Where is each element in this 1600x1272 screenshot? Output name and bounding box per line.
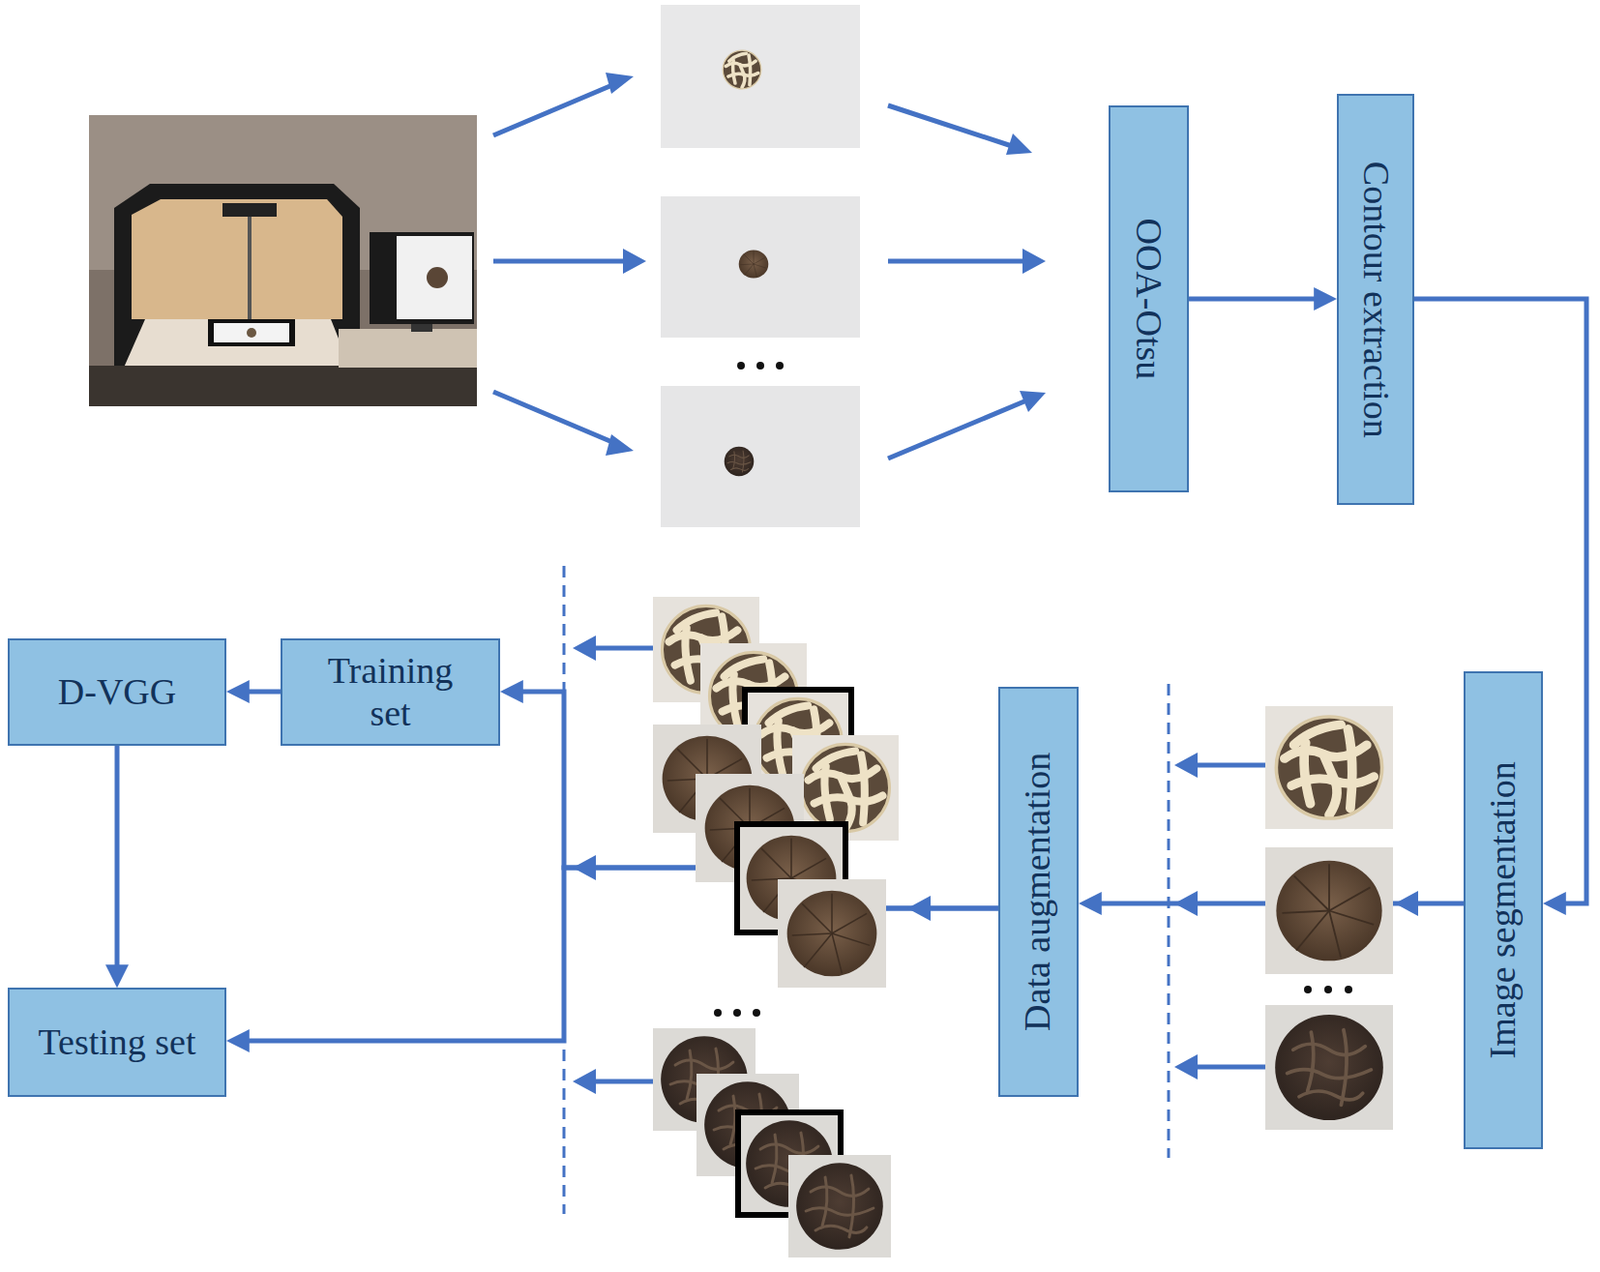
- flow-arrow-line-part: [888, 259, 1032, 265]
- box-label: Image segmentation: [1481, 761, 1525, 1059]
- arrow-head: [572, 72, 1419, 1095]
- setup-photo-part: [247, 212, 252, 325]
- box-label: Data augmentation: [1017, 752, 1061, 1032]
- captured-image-part: [722, 50, 762, 89]
- setup-photo-part: [411, 324, 433, 332]
- process-box: D-VGG: [7, 638, 227, 746]
- box-label: Contour extraction: [1354, 161, 1397, 439]
- ellipsis-dots-part: [1344, 985, 1353, 994]
- box-label: OOA-Otsu: [1127, 218, 1171, 381]
- setup-photo-part: [369, 232, 475, 325]
- segmented-image: [1265, 706, 1393, 1130]
- arrow-head-part: [1174, 752, 1198, 778]
- captured-image: [660, 4, 860, 528]
- setup-photo-part: [222, 203, 277, 217]
- box-label: D-VGG: [58, 671, 177, 714]
- arrow-head-part: [1019, 390, 1046, 413]
- flow-arrow-line-part: [588, 646, 653, 652]
- setup-photo-part: [131, 199, 343, 320]
- arrow-head-part: [572, 635, 596, 661]
- setup-photo-part: [246, 327, 257, 338]
- arrow-head-part: [572, 855, 596, 881]
- flow-arrow-line-part: [493, 82, 620, 136]
- setup-photo-part: [114, 183, 360, 370]
- augmented-image-part: [777, 879, 887, 988]
- ellipsis-dots-part: [1303, 985, 1312, 994]
- flow-arrow-line-part: [888, 105, 1018, 149]
- ellipsis-dots-part: [775, 361, 784, 370]
- vertical-process-box: Image segmentation: [1463, 671, 1543, 1150]
- process-box: Training set: [280, 638, 501, 746]
- ellipsis-dots-part: [1324, 985, 1333, 994]
- captured-image-part: [660, 385, 860, 528]
- flow-arrow-line-part: [1189, 1065, 1266, 1070]
- flow-arrow-line-part: [493, 391, 620, 445]
- setup-photo-part: [88, 115, 477, 407]
- vertical-process-box: Data augmentation: [998, 686, 1079, 1097]
- dashed-divider-part: [562, 565, 566, 1215]
- captured-image-part: [724, 446, 755, 477]
- arrow-head-part: [1022, 248, 1046, 274]
- captured-image-part: [660, 4, 860, 149]
- flow-arrow-line-part: [493, 259, 631, 265]
- vertical-process-box: OOA-Otsu: [1108, 105, 1189, 493]
- arrow-head-part: [622, 248, 647, 274]
- dashed-divider-part: [1167, 683, 1171, 1158]
- flow-arrow-line-part: [1189, 763, 1266, 769]
- process-box: Testing set: [7, 987, 227, 1097]
- segmented-image-part: [1265, 1005, 1393, 1130]
- setup-photo-part: [207, 319, 296, 347]
- setup-photo-part: [213, 323, 290, 343]
- captured-image-part: [660, 196, 860, 338]
- captured-image-part: [739, 249, 770, 278]
- dashed-divider: [563, 565, 1169, 1215]
- flow-arrow: [233, 867, 999, 1041]
- ellipsis-dots-part: [756, 361, 765, 370]
- segmented-image-part: [1265, 847, 1393, 975]
- flow-arrow: [115, 745, 120, 981]
- flow-arrow-line-part: [588, 1079, 653, 1085]
- ellipsis-dots-part: [713, 1008, 722, 1017]
- arrow-head-part: [1174, 1054, 1198, 1080]
- augmented-image: [652, 596, 899, 1258]
- setup-photo-part: [338, 328, 477, 368]
- flow-arrow-line-part: [888, 398, 1032, 459]
- ellipsis-dots-part: [733, 1008, 741, 1017]
- arrow-head-part: [907, 895, 931, 921]
- setup-photo-part: [123, 319, 351, 368]
- flow-arrow: [1188, 296, 1331, 302]
- setup-photo: [88, 115, 477, 407]
- arrow-head-part: [605, 72, 634, 94]
- setup-photo-part: [396, 236, 473, 320]
- vertical-process-box: Contour extraction: [1336, 93, 1415, 505]
- arrow-head-part: [605, 434, 634, 456]
- arrow-head-part: [1006, 133, 1033, 155]
- ellipsis-dots-part: [752, 1008, 761, 1017]
- box-label: Testing set: [37, 1021, 196, 1065]
- segmented-image-part: [1265, 706, 1393, 830]
- arrow-head-part: [572, 1068, 596, 1095]
- box-label: Training set: [307, 650, 474, 735]
- setup-photo-part: [88, 365, 477, 407]
- arrow-head-part: [1174, 890, 1198, 917]
- flow-arrow: [233, 689, 281, 695]
- arrow-head-part: [1394, 890, 1419, 917]
- augmented-image-part: [788, 1155, 891, 1258]
- ellipsis-dots-part: [737, 361, 745, 370]
- flow-arrow-line: [493, 82, 1266, 1082]
- setup-photo-part: [426, 266, 448, 289]
